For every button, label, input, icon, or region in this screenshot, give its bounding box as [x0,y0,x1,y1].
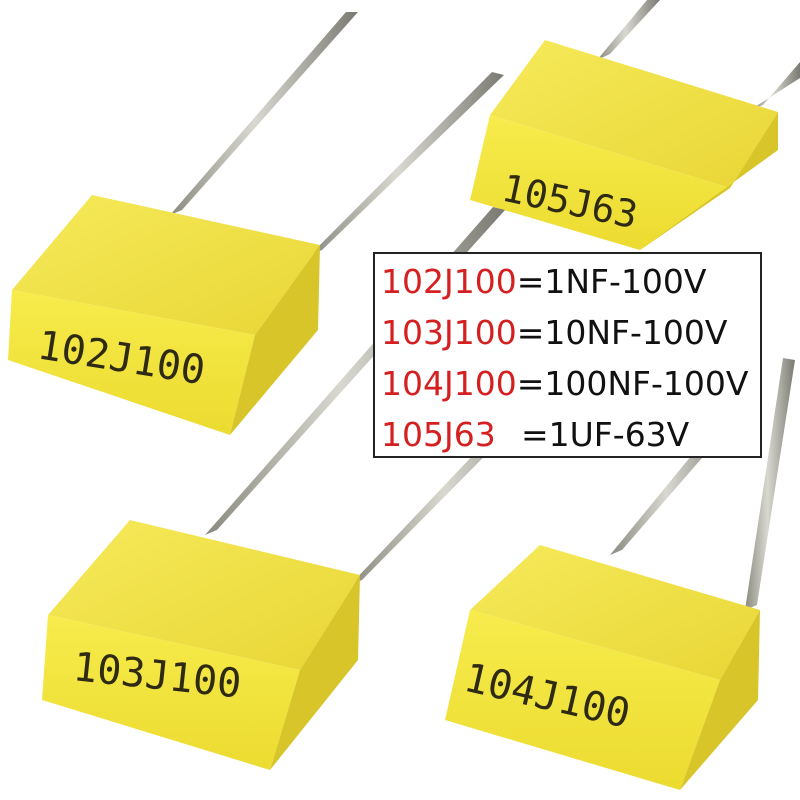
legend-value: =10NF-100V [516,313,728,352]
legend-code: 102J100 [381,262,517,301]
capacitor-102J100 [8,12,504,435]
legend-row: 104J100=100NF-100V [381,358,760,409]
legend-code: 105J63 [381,415,496,454]
value-legend: 102J100=1NF-100V 103J100=10NF-100V 104J1… [373,252,762,458]
capacitor-104J100 [445,358,795,790]
capacitor-105J63 [470,0,800,250]
legend-row: 103J100=10NF-100V [381,307,760,358]
legend-code: 104J100 [381,364,517,403]
legend-code: 103J100 [381,313,517,352]
legend-value: =1UF-63V [521,415,690,454]
legend-row: 105J63 =1UF-63V [381,409,760,460]
legend-value: =100NF-100V [516,364,749,403]
legend-row: 102J100=1NF-100V [381,256,760,307]
legend-value: =1NF-100V [516,262,707,301]
